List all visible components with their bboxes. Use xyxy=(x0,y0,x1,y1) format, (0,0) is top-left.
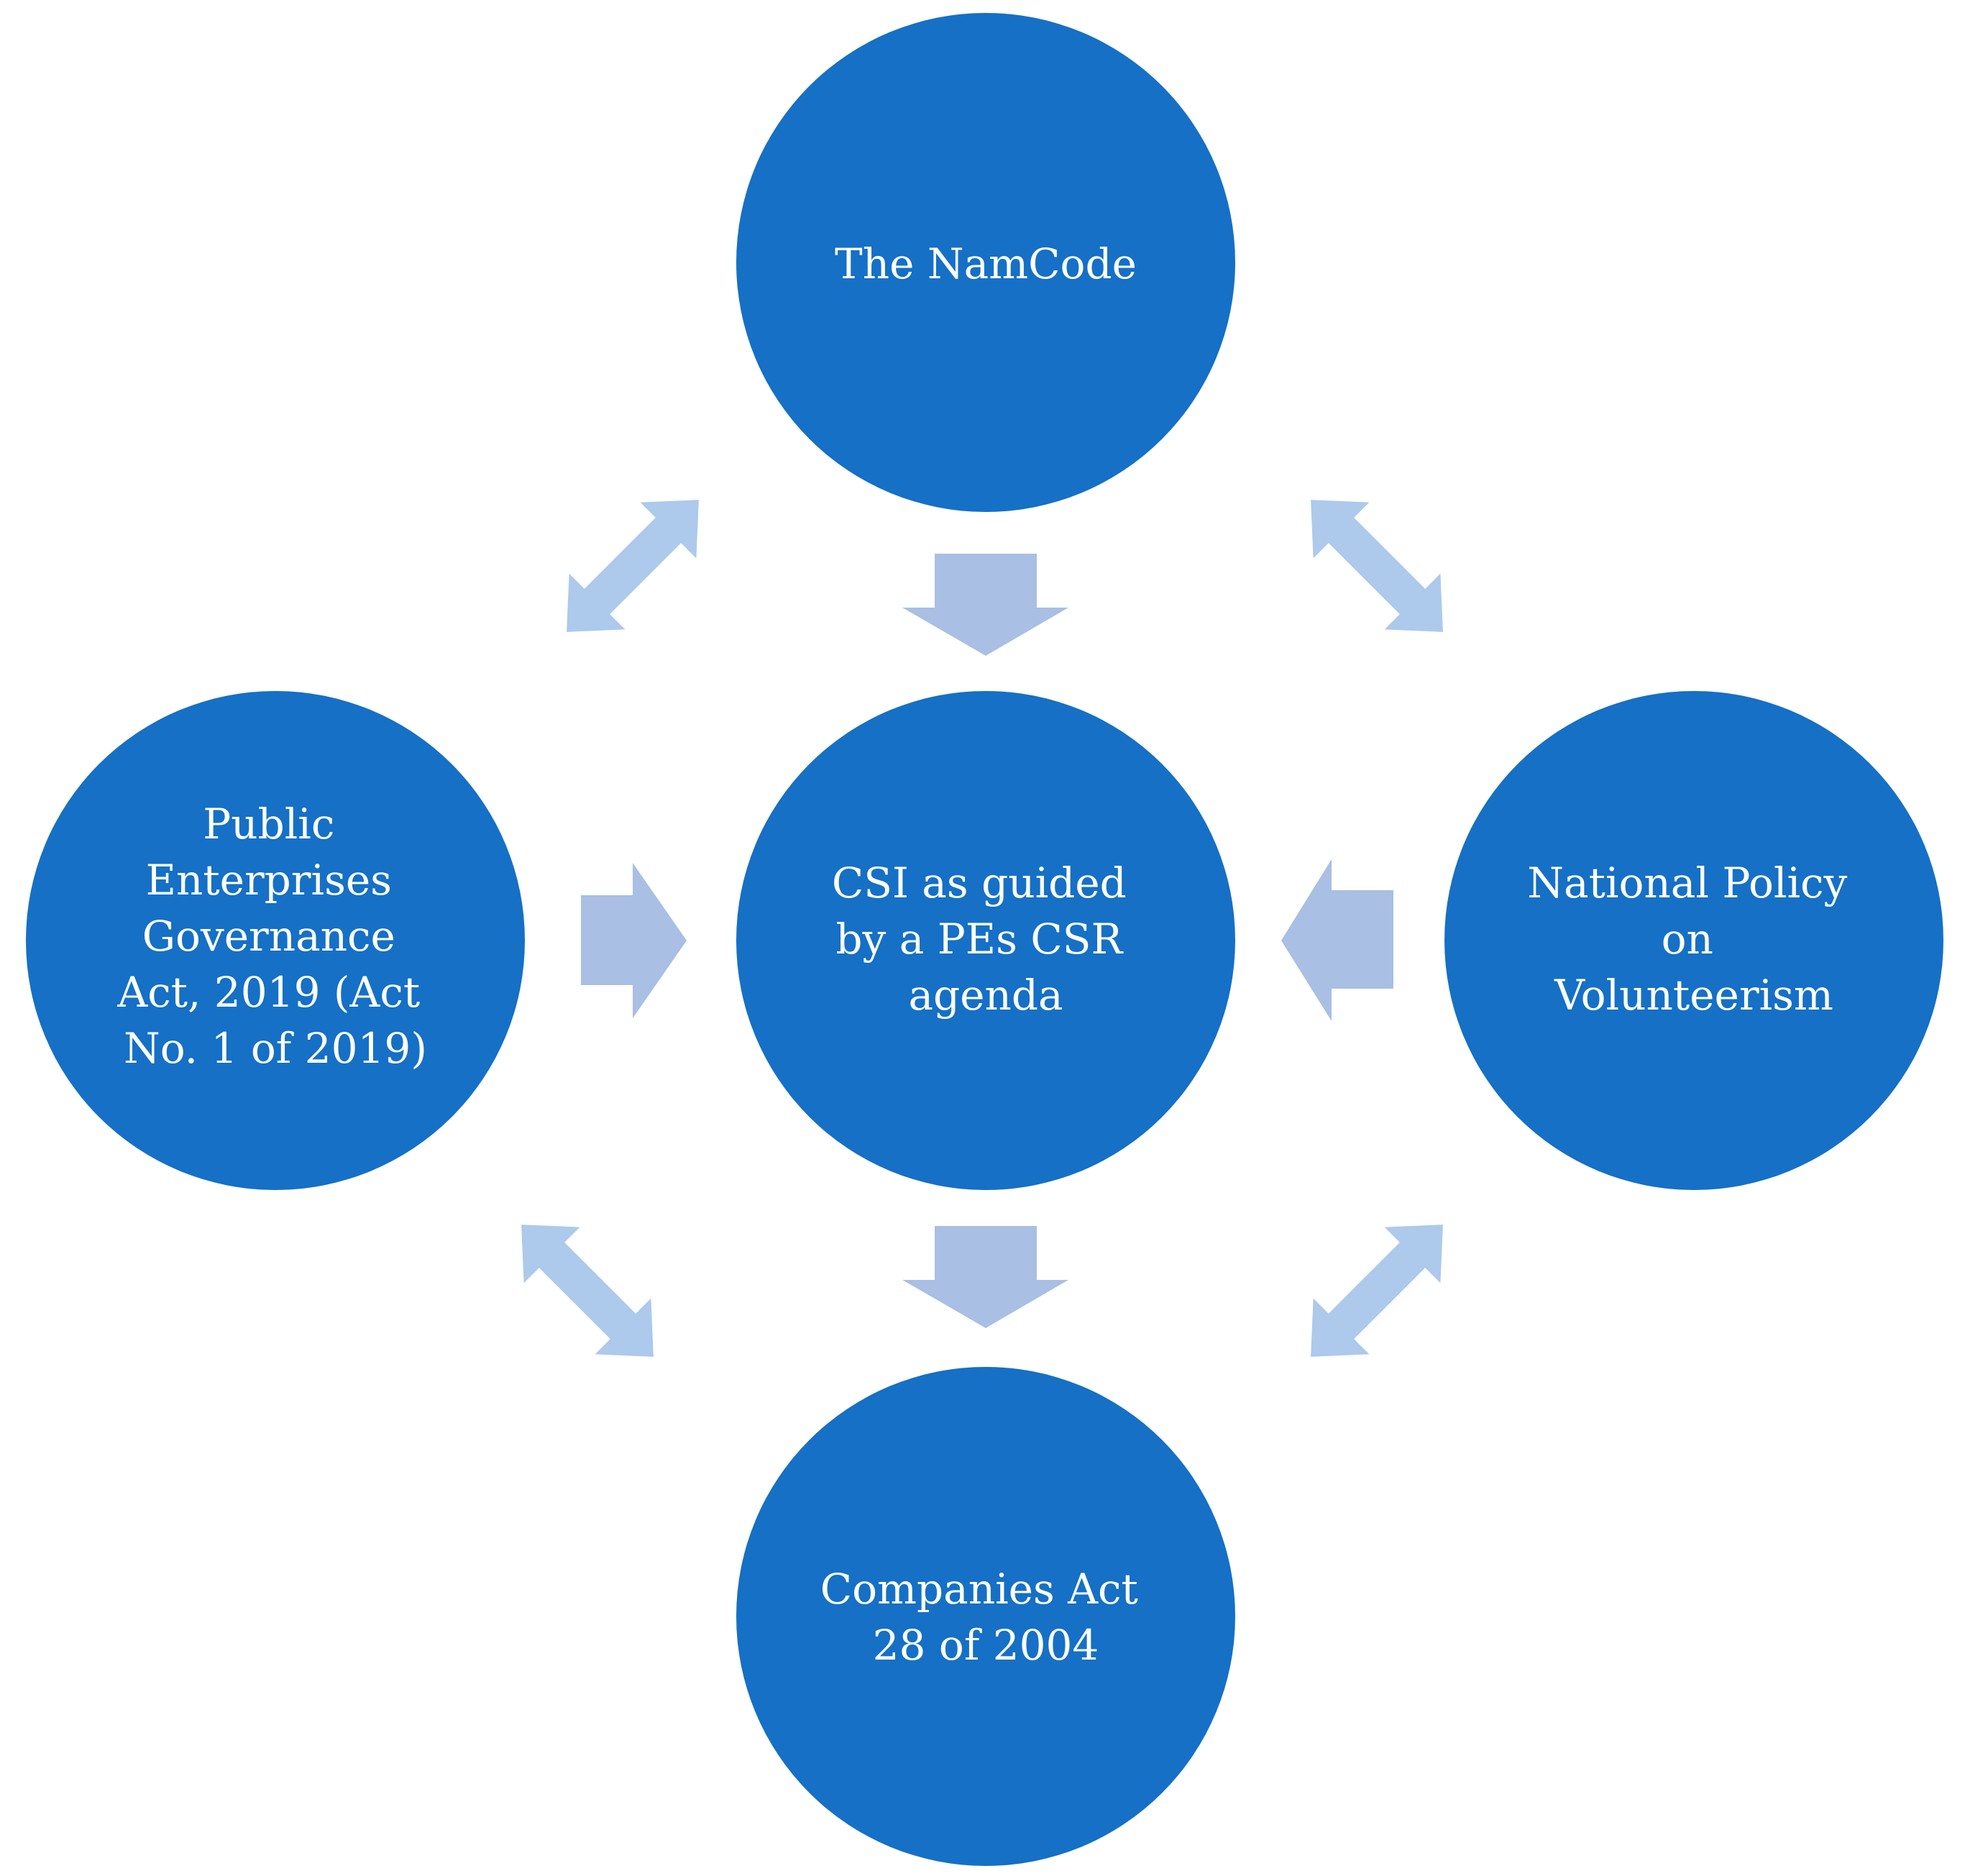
node-center-label-line: agenda xyxy=(908,971,1063,1020)
arrow-bottom-right-double xyxy=(1311,1225,1443,1357)
arrow-left-to-center xyxy=(581,863,687,1018)
node-left-label-line: Public xyxy=(203,800,334,848)
arrow-top-left-double xyxy=(567,500,699,632)
node-right-label-line: Volunteerism xyxy=(1554,971,1833,1020)
node-top-label-line: The NamCode xyxy=(835,239,1137,288)
node-bottom-label: Companies Act 28 of 2004 xyxy=(820,1565,1152,1670)
node-bottom-label-line: 28 of 2004 xyxy=(873,1621,1099,1670)
node-left-circle xyxy=(26,691,525,1190)
node-right-label-line: National Policy xyxy=(1527,859,1847,907)
node-left-label-line: Act, 2019 (Act xyxy=(116,968,420,1017)
node-right-label: National Policy on Volunteerism xyxy=(1527,859,1860,1020)
arrow-top-to-center xyxy=(902,554,1068,656)
node-left-label-line: Governance xyxy=(142,912,395,961)
node-top-label: The NamCode xyxy=(835,239,1137,288)
node-bottom-circle xyxy=(736,1367,1235,1866)
node-left-label: Public Enterprises Governance Act, 2019 … xyxy=(116,800,433,1073)
arrow-bottom-left-double xyxy=(521,1225,654,1357)
arrow-top-right-double xyxy=(1311,500,1443,632)
node-top-circle xyxy=(736,13,1235,512)
node-left-label-line: No. 1 of 2019) xyxy=(124,1024,427,1073)
node-center-label-line: by a PEs CSR xyxy=(835,915,1124,964)
node-bottom-label-line: Companies Act xyxy=(820,1565,1138,1614)
arrow-right-to-center xyxy=(1281,859,1393,1021)
node-right-circle xyxy=(1444,691,1943,1190)
node-center-label: CSI as guided by a PEs CSR agenda xyxy=(832,859,1140,1020)
node-center-label-line: CSI as guided xyxy=(832,859,1127,907)
arrow-center-to-bottom xyxy=(902,1226,1068,1328)
node-right-label-line: on xyxy=(1662,915,1713,964)
node-left-label-line: Enterprises xyxy=(146,856,392,905)
node-center-circle xyxy=(736,691,1235,1190)
